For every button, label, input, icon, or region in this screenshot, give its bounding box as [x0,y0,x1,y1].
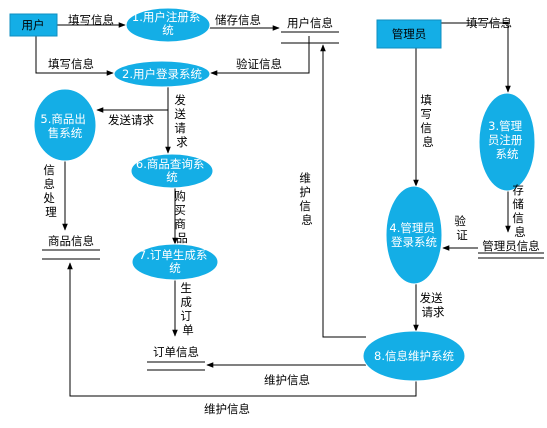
process-label: 6.商品查询系 统 [136,157,208,184]
flow-label-admin-fill-info: 填 写 信 息 [420,93,435,149]
store-label: 商品信息 [48,234,94,248]
flow-label-info-processing: 信 息 处 理 [43,163,58,219]
flow-label-send-request-vertical: 发 送 请 求 [174,93,189,149]
process-label: 8.信息维护系统 [374,349,454,363]
flow-label-maintain-to-order: 维护信息 [264,373,310,387]
process-goods-sales: 5.商品出 售系统 [33,88,97,162]
flow-label-store-info-vertical: 存 储 信 息 [512,183,527,239]
flow-label-send-request: 发送请求 [108,113,154,127]
store-user-info: 用户信息 [281,16,339,44]
process-label: 2.用户登录系统 [122,67,202,81]
flow-user-to-login [35,36,114,76]
process-label: 4.管理员 登录系统 [389,221,438,249]
flow-label-maintain-info-vertical: 维 护 信 息 [299,171,314,227]
process-label: 3.管理 员注册 系统 [488,119,526,161]
entity-user: 用户 [9,13,58,37]
flow-label-verify-info: 验证信息 [236,57,282,71]
flow-user-store-verify-login [210,36,310,76]
flow-label-store-info: 储存信息 [215,13,261,27]
flow-label-buy-goods: 购 买 商 品 [174,189,189,245]
process-label: 7.订单生成系 统 [139,248,211,275]
process-goods-query: 6.商品查询系 统 [130,153,214,189]
flow-login-to-sales [96,86,169,113]
flow-maintain-to-goods-store [67,262,417,397]
process-admin-register: 3.管理 员注册 系统 [478,92,536,192]
flow-label-verify: 验 证 [454,214,469,242]
entity-label: 管理员 [392,27,427,41]
flow-label-admin-to-register: 填写信息 [466,16,512,30]
process-admin-login: 4.管理员 登录系统 [385,185,443,285]
flow-label-generate-order: 生 成 订 单 [180,281,195,337]
process-user-register: 1.用户注册系 统 [125,7,211,43]
flow-label-user-to-register: 填写信息 [68,13,114,27]
entity-label: 用户 [22,18,45,32]
connector-lines [35,22,511,397]
flow-admin-to-admin-register [441,22,511,93]
flow-label-user-to-login: 填写信息 [48,57,94,71]
process-info-maintenance: 8.信息维护系统 [362,330,466,382]
flow-maintain-to-user-store [320,44,366,338]
process-order-generation: 7.订单生成系 统 [131,243,219,281]
process-label: 5.商品出 售系统 [40,112,89,140]
store-goods-info: 商品信息 [42,234,100,260]
process-user-login: 2.用户登录系统 [113,60,211,88]
store-label: 订单信息 [153,345,199,359]
flow-label-admin-send-request: 发送 请求 [420,291,447,319]
store-label: 用户信息 [287,16,333,30]
store-admin-info: 管理员信息 [478,239,544,259]
store-order-info: 订单信息 [147,345,205,371]
store-label: 管理员信息 [482,239,540,253]
entity-admin: 管理员 [376,19,442,49]
process-label: 1.用户注册系 统 [132,10,204,37]
flow-labels: 填写信息 储存信息 填写信息 验证信息 发送请求 发 送 请 求 信 息 处 理… [43,13,527,416]
flow-label-maintain-to-goods: 维护信息 [204,402,250,416]
